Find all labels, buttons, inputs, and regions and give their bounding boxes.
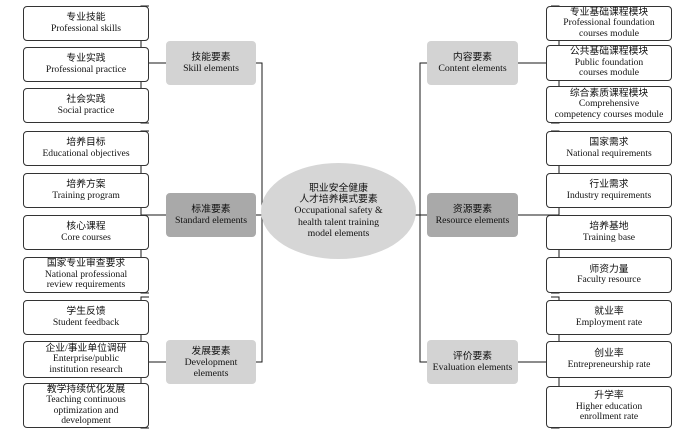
leaf-national-professional-review: 国家专业审查要求 National professional review re… — [23, 257, 149, 293]
evaluation-elements-node: 评价要素 Evaluation elements — [427, 340, 518, 384]
skill-elements-node: 技能要素 Skill elements — [166, 41, 256, 85]
leaf-en: Entrepreneurship rate — [567, 358, 651, 370]
leaf-en: National requirements — [566, 147, 652, 159]
leaf-en-2: competency courses module — [554, 108, 664, 120]
leaf-en: Educational objectives — [42, 147, 130, 159]
leaf-zh: 国家需求 — [589, 137, 629, 148]
leaf-zh: 就业率 — [594, 306, 624, 317]
leaf-employment-rate: 就业率 Employment rate — [546, 300, 672, 335]
center-zh-1: 职业安全健康 — [309, 182, 368, 194]
leaf-en: Core courses — [61, 231, 111, 243]
leaf-national-requirements: 国家需求 National requirements — [546, 131, 672, 166]
evaluation-zh: 评价要素 — [452, 351, 493, 362]
leaf-en-2: courses module — [579, 67, 639, 79]
leaf-zh: 综合素质课程模块 — [569, 87, 649, 99]
leaf-en: Employment rate — [575, 316, 643, 328]
resource-en: Resource elements — [435, 215, 510, 226]
development-en-2: elements — [193, 367, 229, 379]
leaf-zh: 专业基础课程模块 — [569, 6, 649, 18]
development-elements-node: 发展要素 Development elements — [166, 340, 256, 384]
leaf-enterprise-research: 企业/事业单位调研 Enterprise/public institution … — [23, 341, 149, 378]
leaf-training-program: 培养方案 Training program — [23, 173, 149, 208]
leaf-en-2: optimization and — [53, 404, 119, 416]
center-node: 职业安全健康 人才培养模式要素 Occupational safety & he… — [261, 163, 416, 259]
development-en-1: Development — [184, 356, 238, 368]
standard-elements-node: 标准要素 Standard elements — [166, 193, 256, 237]
leaf-en-3: development — [61, 415, 111, 426]
center-en-1: Occupational safety & — [294, 205, 383, 217]
leaf-en-1: Higher education — [575, 400, 643, 412]
leaf-en-2: institution research — [49, 363, 123, 375]
leaf-en-1: Enterprise/public — [52, 353, 120, 365]
leaf-en: Faculty resource — [577, 274, 641, 285]
leaf-zh: 国家专业审查要求 — [46, 258, 126, 270]
leaf-en-1: Teaching continuous — [46, 394, 126, 405]
leaf-zh: 企业/事业单位调研 — [45, 342, 127, 354]
leaf-en-1: Comprehensive — [578, 98, 640, 110]
content-elements-node: 内容要素 Content elements — [427, 41, 518, 85]
leaf-zh: 学生反馈 — [66, 306, 106, 317]
leaf-training-base: 培养基地 Training base — [546, 215, 672, 250]
leaf-en: Social practice — [57, 104, 115, 116]
leaf-en-1: Professional foundation — [563, 17, 655, 29]
leaf-zh: 行业需求 — [589, 179, 629, 190]
leaf-professional-foundation-module: 专业基础课程模块 Professional foundation courses… — [546, 6, 672, 41]
leaf-en: Student feedback — [52, 316, 120, 328]
leaf-public-foundation-module: 公共基础课程模块 Public foundation courses modul… — [546, 45, 672, 81]
center-en-3: model elements — [307, 227, 370, 239]
center-zh-2: 人才培养模式要素 — [299, 194, 378, 206]
leaf-en: Professional skills — [50, 22, 122, 34]
leaf-higher-education-enrollment-rate: 升学率 Higher education enrollment rate — [546, 386, 672, 428]
content-en: Content elements — [438, 63, 507, 74]
leaf-en: Professional practice — [45, 63, 127, 75]
evaluation-en: Evaluation elements — [432, 362, 513, 373]
leaf-comprehensive-competency-module: 综合素质课程模块 Comprehensive competency course… — [546, 86, 672, 123]
leaf-faculty-resource: 师资力量 Faculty resource — [546, 257, 672, 293]
leaf-zh: 培养目标 — [66, 137, 106, 148]
leaf-zh: 专业实践 — [66, 53, 106, 64]
leaf-teaching-optimization: 教学持续优化发展 Teaching continuous optimizatio… — [23, 383, 149, 428]
leaf-social-practice: 社会实践 Social practice — [23, 88, 149, 123]
leaf-en-2: enrollment rate — [579, 411, 639, 423]
leaf-zh: 创业率 — [594, 348, 624, 359]
leaf-zh: 专业技能 — [66, 12, 106, 23]
leaf-en-2: courses module — [579, 27, 639, 39]
leaf-zh: 师资力量 — [589, 263, 629, 275]
development-zh: 发展要素 — [191, 345, 231, 357]
leaf-professional-practice: 专业实践 Professional practice — [23, 47, 149, 82]
resource-elements-node: 资源要素 Resource elements — [427, 193, 518, 237]
leaf-zh: 教学持续优化发展 — [46, 383, 126, 395]
leaf-zh: 公共基础课程模块 — [569, 46, 649, 58]
resource-zh: 资源要素 — [452, 204, 493, 215]
leaf-student-feedback: 学生反馈 Student feedback — [23, 300, 149, 335]
skill-zh: 技能要素 — [191, 52, 231, 63]
leaf-core-courses: 核心课程 Core courses — [23, 215, 149, 250]
leaf-zh: 培养方案 — [66, 179, 106, 190]
skill-en: Skill elements — [183, 63, 239, 74]
leaf-en-1: National professional — [44, 268, 128, 280]
leaf-en-1: Public foundation — [574, 56, 644, 68]
center-en-2: health talent training — [297, 216, 380, 228]
content-zh: 内容要素 — [452, 52, 493, 63]
leaf-zh: 培养基地 — [589, 221, 629, 232]
leaf-en: Training program — [52, 189, 120, 201]
leaf-en-2: review requirements — [46, 279, 126, 291]
leaf-professional-skills: 专业技能 Professional skills — [23, 6, 149, 41]
leaf-en: Training base — [582, 231, 636, 243]
leaf-en: Industry requirements — [566, 189, 652, 201]
leaf-entrepreneurship-rate: 创业率 Entrepreneurship rate — [546, 341, 672, 378]
leaf-zh: 社会实践 — [66, 94, 106, 105]
leaf-zh: 升学率 — [594, 390, 624, 402]
leaf-zh: 核心课程 — [66, 221, 106, 232]
leaf-industry-requirements: 行业需求 Industry requirements — [546, 173, 672, 208]
standard-zh: 标准要素 — [191, 204, 231, 215]
standard-en: Standard elements — [174, 215, 248, 226]
leaf-educational-objectives: 培养目标 Educational objectives — [23, 131, 149, 166]
